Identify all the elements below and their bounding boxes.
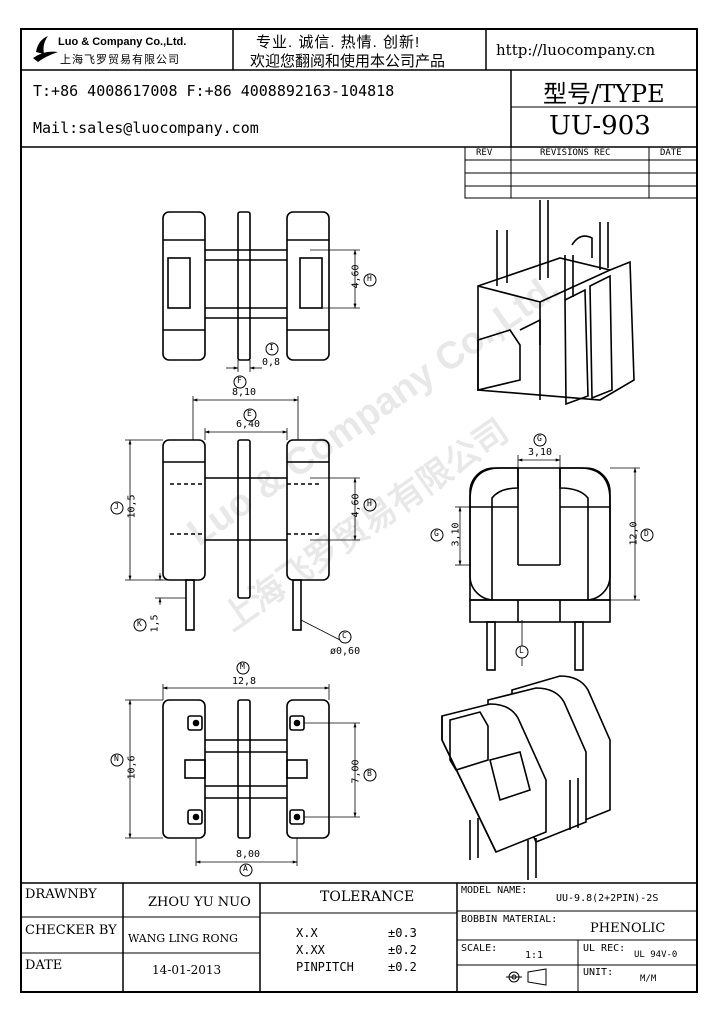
dimension-markers	[110, 273, 654, 877]
isometric-view-top	[477, 200, 635, 406]
marker-N: N	[114, 754, 119, 763]
marker-K: K	[137, 619, 142, 628]
date-value: 14-01-2013	[152, 963, 222, 977]
marker-G-left: G	[434, 529, 439, 538]
drawnby-label: DRAWNBY	[25, 887, 97, 902]
marker-E: E	[247, 409, 252, 418]
marker-H: H	[367, 274, 372, 283]
drawnby-value: ZHOU YU NUO	[148, 895, 251, 910]
dim-I-value: 0,8	[262, 357, 281, 368]
dim-K-value: 1,5	[149, 614, 161, 633]
model-value: UU-9.8(2+2PIN)-2S	[556, 893, 659, 904]
marker-H2: H	[367, 499, 372, 508]
marker-B: B	[367, 769, 372, 778]
scale-value: 1:1	[525, 950, 544, 961]
marker-I: I	[269, 343, 274, 352]
dim-J-value: 10,5	[126, 494, 138, 519]
isometric-view-bottom	[441, 675, 611, 880]
scale-label: SCALE:	[461, 943, 498, 954]
email-address[interactable]: Mail:sales@luocompany.com	[33, 119, 259, 137]
dim-G-left-value: 3,10	[450, 522, 462, 547]
dim-H-value: 4,60	[350, 264, 362, 289]
ulrec-value: UL 94V-0	[634, 950, 678, 960]
tolerance-val-1: ±0.3	[388, 926, 417, 940]
dim-F-value: 8,10	[232, 387, 257, 398]
view-front-top	[162, 211, 360, 372]
bobbin-label: BOBBIN MATERIAL:	[461, 914, 558, 925]
bobbin-value: PHENOLIC	[590, 921, 666, 936]
date-label: DATE	[25, 958, 63, 973]
dim-E-value: 6,40	[236, 419, 261, 430]
marker-A: A	[243, 864, 248, 873]
dim-M-value: 12,8	[232, 676, 257, 687]
tolerance-val-3: ±0.2	[388, 960, 417, 974]
marker-F: F	[237, 376, 242, 385]
marker-M: M	[240, 662, 245, 671]
type-label: 型号/TYPE	[543, 80, 665, 108]
tolerance-key-1: X.X	[296, 926, 318, 940]
dim-C-value: ø0,60	[330, 646, 361, 657]
marker-L: L	[519, 646, 524, 655]
dim-B-value: 7,00	[350, 759, 362, 784]
company-name-en: Luo & Company Co.,Ltd.	[58, 36, 187, 48]
title-block	[21, 882, 697, 992]
dim-N-value: 10,6	[126, 755, 138, 780]
tolerance-key-3: PINPITCH	[296, 960, 354, 974]
slogan-line2: 欢迎您翻阅和使用本公司产品	[250, 53, 446, 70]
checker-value: WANG LING RONG	[128, 932, 238, 945]
type-value: UU-903	[549, 111, 651, 141]
company-logo-icon	[33, 36, 58, 62]
sheet-border	[20, 28, 698, 993]
phone-fax: T:+86 4008617008 F:+86 4008892163-104818	[33, 82, 395, 100]
view-side	[455, 455, 640, 671]
company-name-cn: 上海飞罗贸易有限公司	[60, 54, 180, 66]
unit-label: UNIT:	[583, 967, 614, 978]
marker-C: C	[342, 631, 347, 640]
marker-G-top: G	[537, 434, 542, 443]
website-url[interactable]: http://luocompany.cn	[496, 41, 656, 59]
slogan-line1: 专业. 诚信. 热情. 创新!	[256, 34, 421, 51]
rev-col-header: REV	[476, 148, 493, 158]
dim-G-top-value: 3,10	[528, 447, 553, 458]
checker-label: CHECKER BY	[25, 923, 117, 938]
tolerance-key-2: X.XX	[296, 943, 325, 957]
marker-J: J	[114, 502, 119, 511]
dim-A-value: 8,00	[236, 849, 261, 860]
revisions-rec-header: REVISIONS REC	[540, 148, 611, 158]
revisions-table	[464, 146, 698, 199]
dim-H2-value: 4,60	[350, 493, 362, 518]
view-front-middle	[125, 396, 360, 641]
dim-D-value: 12,0	[628, 521, 640, 546]
unit-value: M/M	[640, 974, 657, 984]
tolerance-val-2: ±0.2	[388, 943, 417, 957]
date-col-header: DATE	[660, 148, 682, 158]
model-label: MODEL NAME:	[461, 885, 528, 896]
tolerance-label: TOLERANCE	[320, 889, 415, 905]
ulrec-label: UL REC:	[583, 943, 626, 954]
marker-D: D	[644, 529, 649, 538]
view-bottom	[125, 684, 360, 866]
projection-symbol-icon	[506, 968, 547, 986]
